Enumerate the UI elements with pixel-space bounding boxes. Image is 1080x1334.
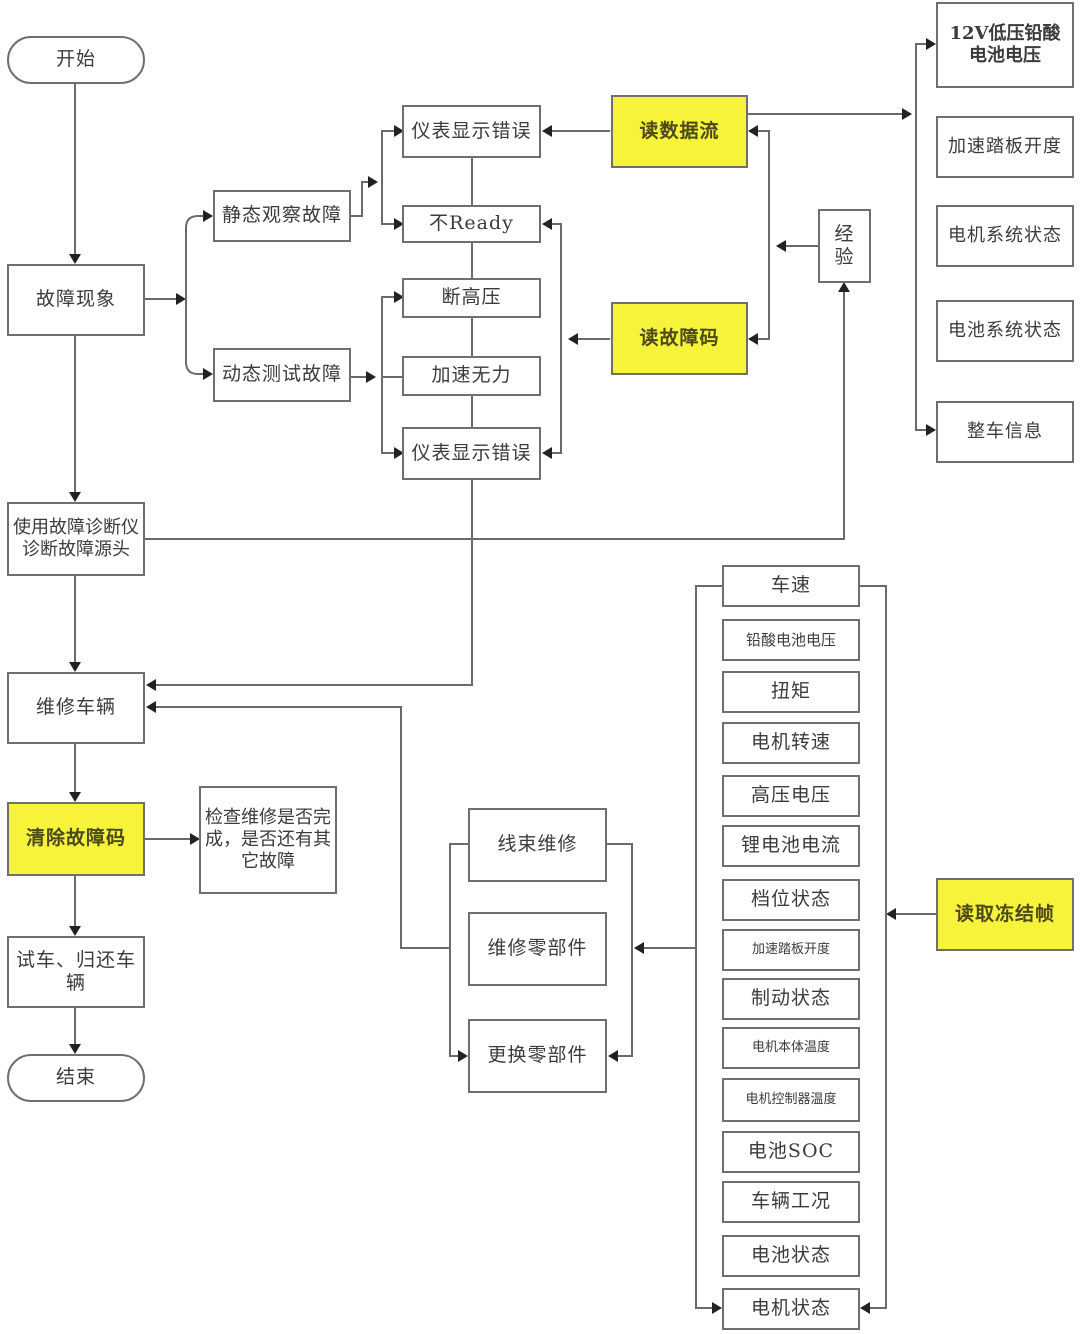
read-data-stream-node: 读数据流 [611,95,748,168]
freeze-frame-item: 扭矩 [722,671,860,713]
arrowhead [146,679,156,691]
symptom-item: 断高压 [402,278,541,318]
freeze-frame-item: 制动状态 [722,978,860,1020]
data-stream-item: 加速踏板开度 [936,116,1074,178]
arrowhead [748,125,758,137]
arrowhead [69,492,81,502]
arrowhead [69,1044,81,1054]
arrowhead [886,908,896,920]
connector-faultcode-symptoms [550,223,562,454]
repair-option: 更换零部件 [468,1019,607,1093]
clear-codes-node: 清除故障码 [7,802,145,876]
arrowhead [190,833,200,845]
freeze-frame-item: 车辆工况 [722,1181,860,1223]
arrowhead [368,176,378,188]
arrowhead [458,1050,468,1062]
data-stream-item: 整车信息 [936,401,1074,463]
connector-repair-left [449,843,468,1057]
freeze-frame-item: 电机转速 [722,722,860,764]
data-stream-item: 12V低压铅酸电池电压 [936,2,1074,88]
connector-branch-split [185,215,206,375]
diagnose-node: 使用故障诊断仪诊断故障源头 [7,502,145,576]
arrowhead [394,291,404,303]
arrowhead [69,792,81,802]
arrowhead [69,254,81,264]
arrowhead [203,210,213,222]
connector-repair-right [607,843,633,1057]
arrowhead [203,368,213,380]
arrowhead [748,333,758,345]
test-return-node: 试车、归还车辆 [7,936,145,1008]
arrowhead [776,240,786,252]
arrowhead [542,447,552,459]
arrowhead [860,1302,870,1314]
symptom-node: 故障现象 [7,264,145,336]
freeze-frame-item: 加速踏板开度 [722,929,860,971]
connector-freeze-right [860,585,887,1309]
freeze-frame-item: 电池状态 [722,1235,860,1277]
freeze-frame-item: 锂电池电流 [722,825,860,867]
connector-symptoms-repair [152,158,473,686]
data-stream-item: 电机系统状态 [936,205,1074,267]
static-fault-node: 静态观察故障 [213,190,351,242]
symptom-item: 加速无力 [402,356,541,396]
arrowhead [69,926,81,936]
arrowhead [608,1050,618,1062]
read-fault-codes-node: 读故障码 [611,302,748,375]
repair-option: 维修零部件 [468,912,607,986]
connector-data-items-bracket [915,43,928,431]
arrowhead [542,218,552,230]
freeze-frame-item: 高压电压 [722,775,860,817]
arrowhead [634,942,644,954]
freeze-frame-item: 电机控制器温度 [722,1078,860,1122]
connector-static-symptoms [381,130,395,225]
freeze-frame-item: 电机状态 [722,1288,860,1330]
arrowhead [146,701,156,713]
arrowhead [568,333,578,345]
arrowhead [69,662,81,672]
dynamic-fault-node: 动态测试故障 [213,348,351,402]
arrowhead [926,424,936,436]
arrowhead [542,125,552,137]
repair-vehicle-node: 维修车辆 [7,672,145,744]
connector-diagnose-experience [145,290,845,540]
arrowhead [926,38,936,50]
end-node: 结束 [7,1054,145,1102]
start-node: 开始 [7,36,145,84]
arrowhead [394,218,404,230]
arrowhead [902,108,912,120]
symptom-item: 仪表显示错误 [402,427,541,480]
arrowhead [394,447,404,459]
connector-dynamic-symptoms [381,296,395,454]
connector-static-out [351,181,370,217]
connector-options-repair-vehicle [152,706,450,949]
repair-option: 线束维修 [468,808,607,882]
symptom-item: 仪表显示错误 [402,105,541,158]
freeze-frame-item: 铅酸电池电压 [722,619,860,661]
freeze-frame-item: 电机本体温度 [722,1027,860,1069]
data-stream-item: 电池系统状态 [936,300,1074,362]
symptom-item: 不Ready [402,205,541,243]
arrowhead [394,125,404,137]
arrowhead [176,293,186,305]
connector-experience-actions [756,130,770,340]
connector-freeze-left [695,585,722,1309]
experience-node: 经验 [818,209,871,283]
freeze-frame-item: 档位状态 [722,879,860,921]
arrowhead [712,1302,722,1314]
check-repair-node: 检查维修是否完成，是否还有其它故障 [199,786,337,894]
arrowhead [838,282,850,292]
freeze-frame-item: 电池SOC [722,1131,860,1173]
arrowhead [366,371,376,383]
freeze-frame-item: 车速 [722,565,860,607]
read-freeze-frame-node: 读取冻结帧 [936,878,1074,951]
